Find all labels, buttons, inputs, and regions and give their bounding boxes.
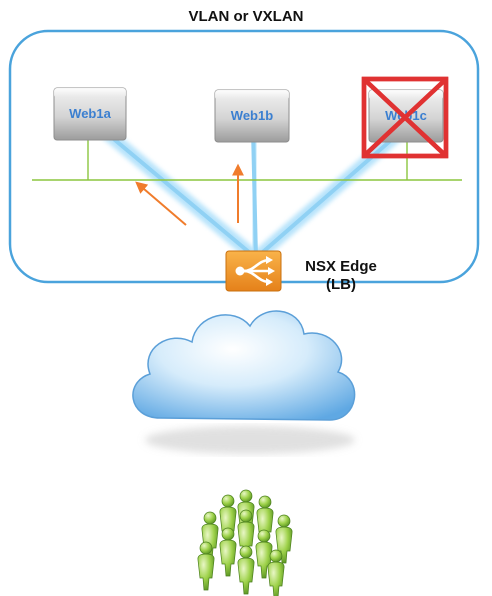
server-web1b [214, 89, 290, 143]
cloud-icon [132, 310, 356, 454]
nsx-edge-name: NSX Edge [305, 258, 377, 275]
user-figure [237, 545, 255, 595]
server-web1a [53, 87, 127, 141]
nsx-edge-label: NSX Edge (LB) [286, 258, 396, 294]
user-figure [201, 511, 219, 561]
user-figure [197, 541, 215, 591]
network-title: VLAN or VXLAN [188, 8, 304, 25]
server-label-web1c: Web1c [385, 108, 427, 123]
user-figure [255, 529, 273, 579]
users-group-icon [197, 489, 293, 596]
server-label-web1b: Web1b [230, 108, 274, 123]
user-figure [275, 514, 293, 564]
server-label-web1a: Web1a [69, 106, 111, 121]
user-figure [267, 549, 285, 596]
nsx-edge-role: (LB) [326, 276, 356, 293]
load-balancer-icon [225, 250, 282, 292]
flow-arrow-to-web1a [135, 181, 187, 226]
user-figure [219, 494, 237, 544]
user-figure [219, 527, 237, 577]
